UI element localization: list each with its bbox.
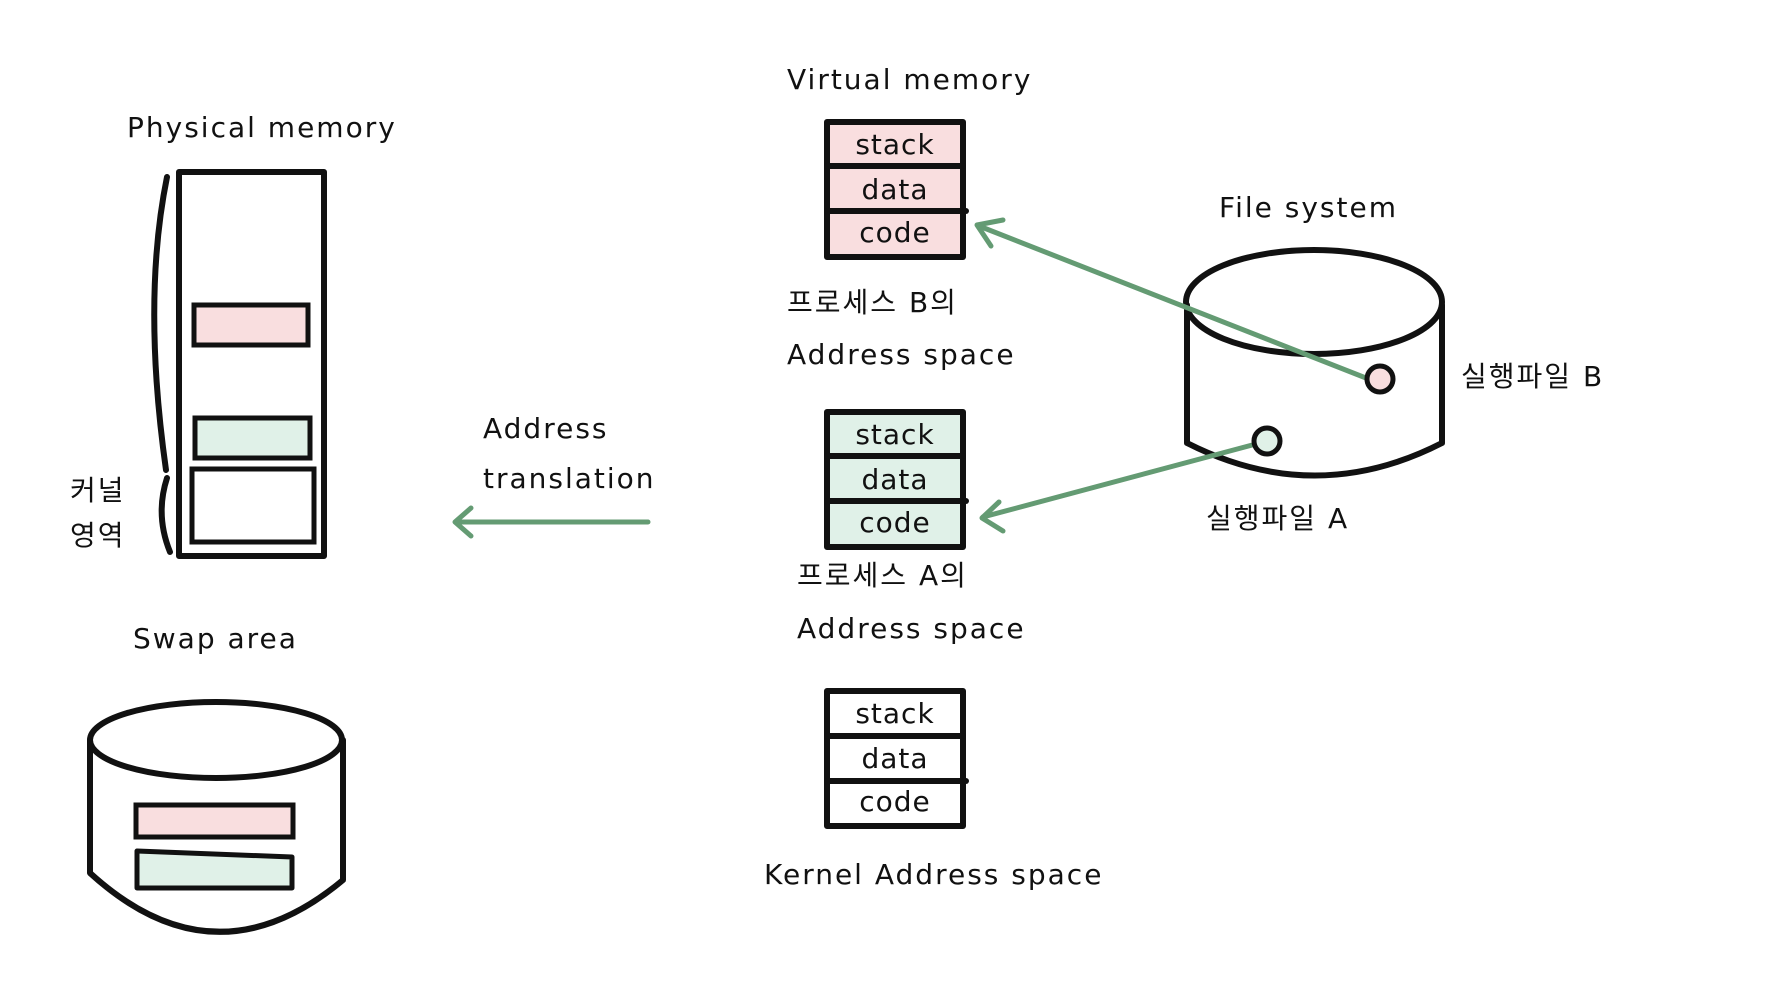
physical-memory-title: Physical memory (127, 111, 397, 144)
swap-area-body (87, 737, 346, 935)
process-a-segment-stack: stack (855, 418, 934, 451)
address-translation: Address translation (452, 412, 656, 539)
physical-memory: Physical memory 커널 영역 (70, 111, 397, 559)
physical-memory-block-kernel (189, 466, 317, 545)
swap-area-title: Swap area (133, 622, 298, 655)
kernel-segment-data: data (861, 742, 928, 775)
physical-memory-box (176, 169, 327, 559)
process-b-caption-line1: 프로세스 B의 (787, 286, 958, 319)
file-system-title: File system (1219, 191, 1398, 224)
executable-a-dot (1251, 425, 1283, 457)
process-a-stack-box (824, 409, 966, 550)
virtual-memory-title: Virtual memory (787, 63, 1032, 96)
file-system-body (1184, 302, 1445, 479)
process-a-stack-fill (827, 412, 963, 547)
executable-b-label: 실행파일 B (1461, 360, 1604, 393)
kernel-region-label-line1: 커널 (70, 474, 126, 507)
swap-block-process-b (133, 802, 296, 840)
executable-b-arrowhead (974, 217, 1006, 249)
process-b-segment-data: data (861, 173, 928, 206)
executable-a-to-process-a-arrow (980, 441, 1259, 520)
address-translation-line1: Address (483, 412, 609, 445)
executable-a-arrowhead (979, 499, 1006, 534)
process-a-caption-line2: Address space (797, 612, 1026, 645)
virtual-memory: Virtual memory stack data code 프로세스 B의 A… (764, 63, 1103, 891)
physical-memory-block-process-b (191, 302, 311, 348)
process-a-address-space: stack data code 프로세스 A의 Address space (797, 409, 1026, 645)
kernel-stack-fill (827, 691, 963, 826)
process-b-stack-fill (827, 122, 963, 257)
user-region-brace (151, 174, 170, 473)
process-b-segment-stack: stack (855, 128, 934, 161)
process-a-caption-line1: 프로세스 A의 (797, 559, 968, 592)
kernel-address-space: stack data code Kernel Address space (764, 688, 1103, 891)
address-translation-line2: translation (483, 462, 656, 495)
kernel-segment-code: code (859, 785, 931, 818)
file-system: File system 실행파일 B 실행파일 A (974, 191, 1604, 535)
process-b-address-space: stack data code 프로세스 B의 Address space (787, 119, 1016, 371)
swap-block-process-a (134, 848, 295, 891)
process-b-segment-code: code (859, 216, 931, 249)
file-system-top (1183, 247, 1445, 357)
kernel-caption: Kernel Address space (764, 858, 1103, 891)
process-b-stack-box (824, 119, 966, 260)
kernel-region-label-line2: 영역 (70, 519, 126, 552)
process-a-segment-data: data (861, 463, 928, 496)
swap-area-top (87, 699, 345, 781)
kernel-region-brace (158, 475, 173, 555)
executable-b-to-process-b-arrow (976, 223, 1374, 383)
kernel-segment-stack: stack (855, 697, 934, 730)
address-translation-arrowhead (452, 505, 474, 539)
process-b-caption-line2: Address space (787, 338, 1016, 371)
executable-a-label: 실행파일 A (1206, 502, 1349, 535)
kernel-stack-box (824, 688, 966, 829)
process-a-segment-code: code (859, 506, 931, 539)
executable-b-dot (1364, 363, 1396, 395)
physical-memory-block-process-a (192, 415, 313, 461)
swap-area: Swap area (87, 622, 346, 935)
